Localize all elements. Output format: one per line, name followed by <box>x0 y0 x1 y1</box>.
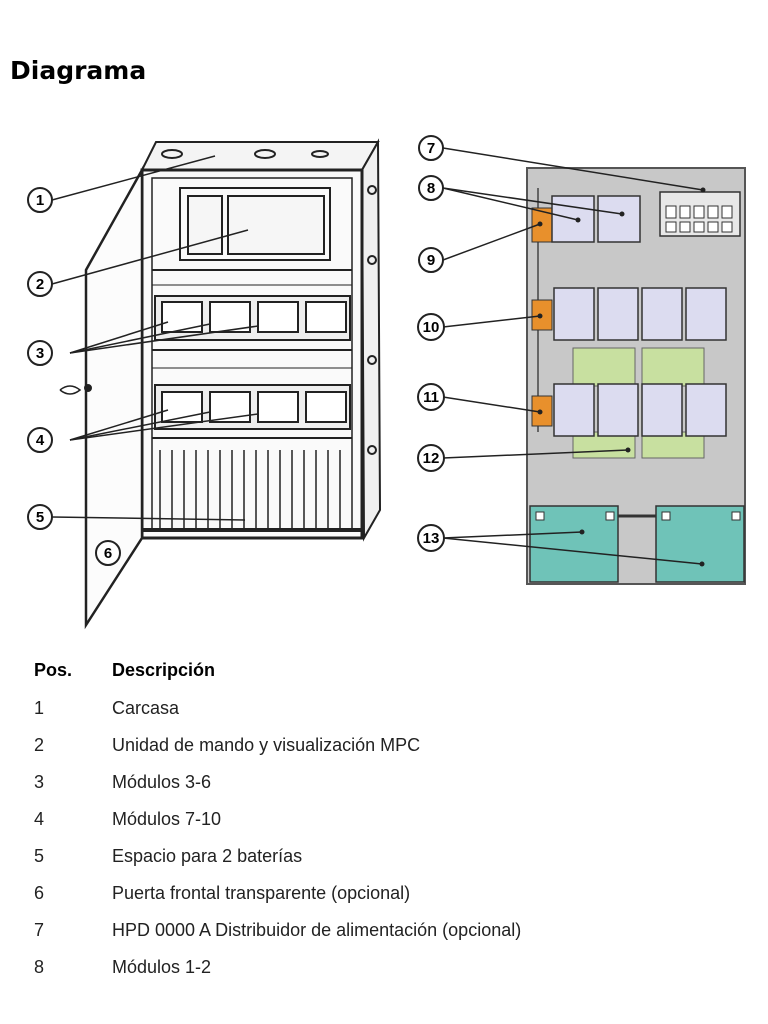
legend-row: 4 Módulos 7-10 <box>34 801 734 838</box>
svg-text:3: 3 <box>36 345 44 362</box>
callout-13: 13 <box>417 524 445 552</box>
legend-row: 8 Módulos 1-2 <box>34 949 734 986</box>
legend-desc: Módulos 1-2 <box>112 957 212 977</box>
legend-row: 6 Puerta frontal transparente (opcional) <box>34 875 734 912</box>
callout-2: 2 <box>27 271 53 297</box>
desc-header: Descripción <box>112 660 216 680</box>
svg-text:12: 12 <box>423 450 440 467</box>
callout-markers: 1 2 3 4 5 6 7 8 9 10 11 12 13 <box>27 135 445 566</box>
mounting-panel <box>526 167 746 585</box>
callout-10: 10 <box>417 313 445 341</box>
battery-space-ribs <box>159 450 341 528</box>
legend-row: 5 Espacio para 2 baterías <box>34 838 734 875</box>
callout-8: 8 <box>418 175 444 201</box>
legend-desc: Puerta frontal transparente (opcional) <box>112 883 411 903</box>
svg-text:1: 1 <box>36 192 44 209</box>
legend-pos: 7 <box>34 920 45 940</box>
callout-12: 12 <box>417 444 445 472</box>
legend-header: Pos. Descripción <box>34 660 734 690</box>
legend-pos: 2 <box>34 735 45 755</box>
legend-row: 2 Unidad de mando y visualización MPC <box>34 727 734 764</box>
svg-text:7: 7 <box>427 140 435 157</box>
page-title: Diagrama <box>10 56 147 85</box>
right-leader-lines <box>442 147 704 565</box>
panel-diagram: 1 2 3 4 5 6 7 8 9 10 11 12 13 <box>27 135 746 630</box>
legend-pos: 6 <box>34 883 45 903</box>
svg-text:2: 2 <box>36 276 44 293</box>
svg-text:8: 8 <box>427 180 435 197</box>
callout-1: 1 <box>27 187 53 213</box>
svg-text:5: 5 <box>36 509 44 526</box>
legend-desc: HPD 0000 A Distribuidor de alimentación … <box>112 920 522 940</box>
pos-header: Pos. <box>34 660 73 680</box>
legend-pos: 1 <box>34 698 45 718</box>
legend-pos: 4 <box>34 809 45 829</box>
svg-text:4: 4 <box>36 432 45 449</box>
legend-desc: Carcasa <box>112 698 180 718</box>
svg-text:10: 10 <box>423 319 440 336</box>
legend-table: Pos. Descripción 1 Carcasa 2 Unidad de m… <box>34 660 734 986</box>
callout-7: 7 <box>418 135 444 161</box>
svg-text:11: 11 <box>423 389 439 406</box>
legend-desc: Espacio para 2 baterías <box>112 846 303 866</box>
legend-pos: 3 <box>34 772 45 792</box>
svg-text:13: 13 <box>423 530 440 547</box>
callout-5: 5 <box>27 504 53 530</box>
legend-pos: 5 <box>34 846 45 866</box>
legend-row: 3 Módulos 3-6 <box>34 764 734 801</box>
left-leader-lines <box>51 155 259 521</box>
legend-desc: Unidad de mando y visualización MPC <box>112 735 421 755</box>
svg-text:6: 6 <box>104 545 112 562</box>
legend-desc: Módulos 7-10 <box>112 809 222 829</box>
svg-text:9: 9 <box>427 252 435 269</box>
legend-desc: Módulos 3-6 <box>112 772 212 792</box>
callout-11: 11 <box>417 383 445 411</box>
enclosure-drawing <box>59 138 382 630</box>
legend-row: 1 Carcasa <box>34 690 734 727</box>
callout-6: 6 <box>95 540 121 566</box>
callout-9: 9 <box>418 247 444 273</box>
legend-pos: 8 <box>34 957 45 977</box>
callout-4: 4 <box>27 427 53 453</box>
legend-row: 7 HPD 0000 A Distribuidor de alimentació… <box>34 912 734 949</box>
callout-3: 3 <box>27 340 53 366</box>
